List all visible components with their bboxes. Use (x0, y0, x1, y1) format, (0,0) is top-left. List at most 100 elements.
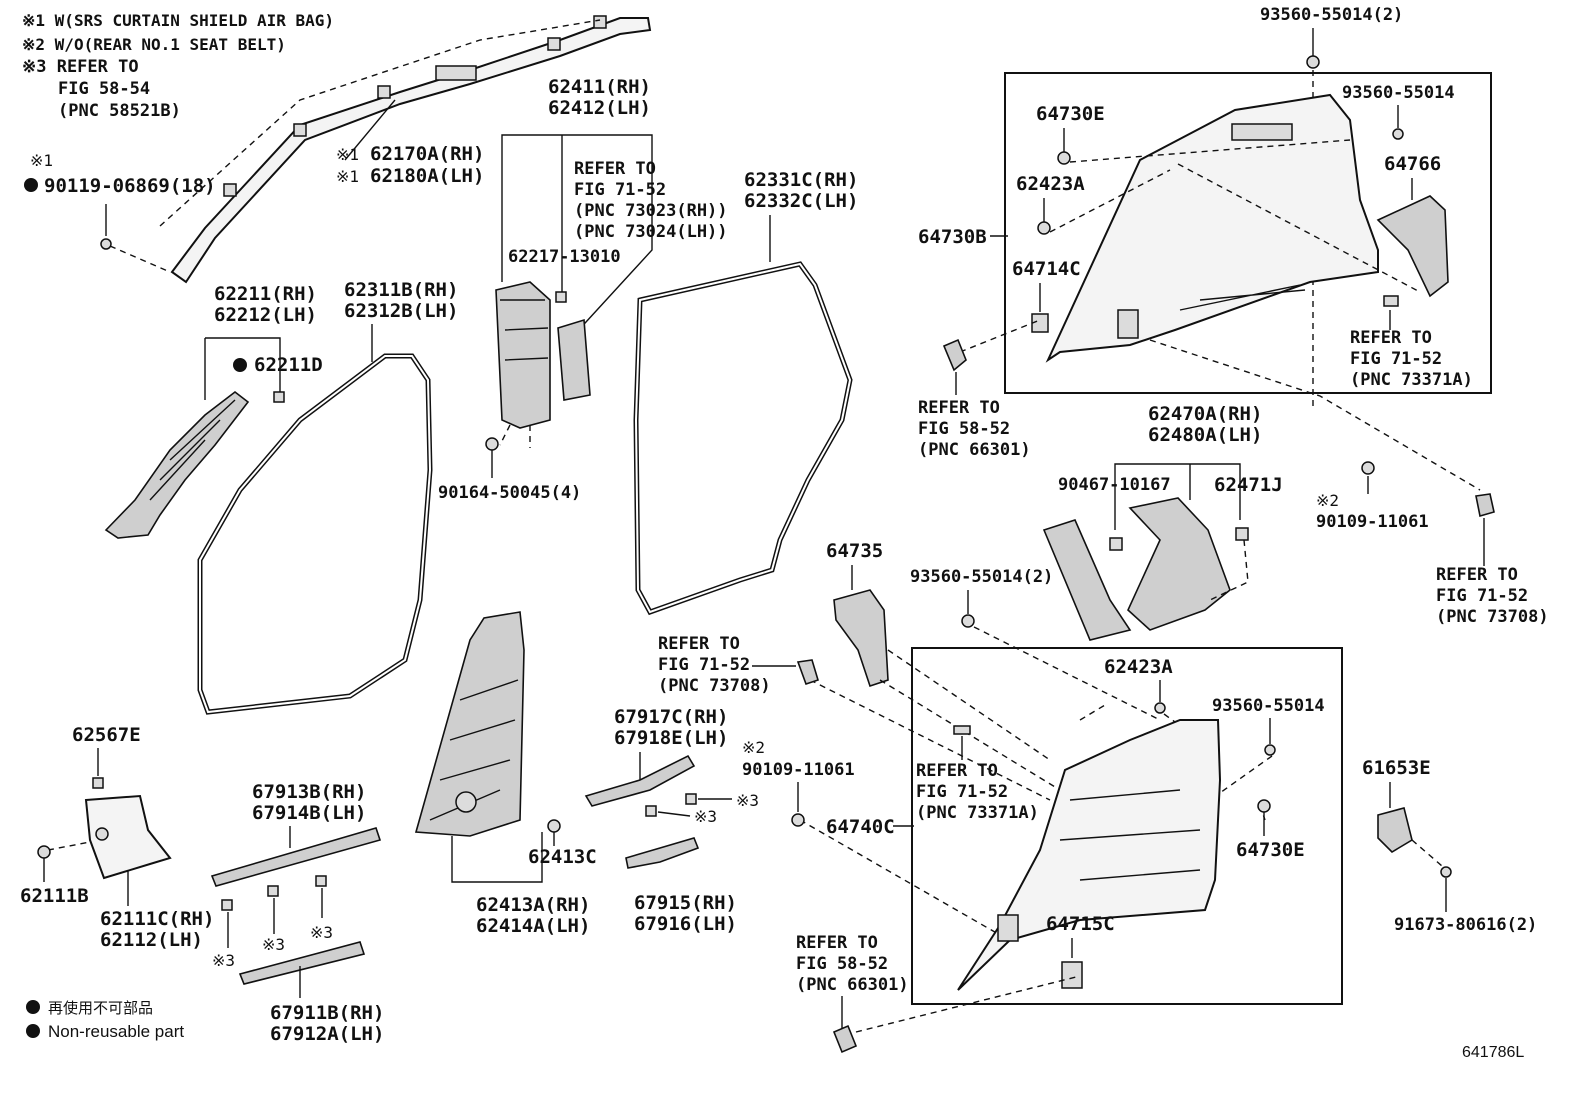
label-64735[interactable]: 64735 (826, 540, 883, 562)
ref-73708-mid-line-1[interactable]: REFER TO (658, 634, 740, 654)
label-62332c[interactable]: 62332C(LH) (744, 190, 858, 212)
label-62423a-top[interactable]: 62423A (1016, 173, 1085, 195)
roof-side-rail-part[interactable] (100, 15, 652, 284)
label-67911b[interactable]: 67911B(RH) (270, 1002, 384, 1024)
belt-anchor-right-part[interactable] (1475, 493, 1495, 518)
label-64714c[interactable]: 64714C (1012, 258, 1081, 280)
label-93560-55014-bottom[interactable]: 93560-55014 (1212, 696, 1325, 716)
ref-73023-line-1[interactable]: REFER TO (574, 159, 656, 179)
ref-73371a-bottom-line-2[interactable]: FIG 71-52 (916, 782, 1008, 802)
label-62170a[interactable]: 62170A(RH) (370, 143, 484, 165)
label-93560-55014-2-mid[interactable]: 93560-55014(2) (910, 567, 1053, 587)
ref-66301-top-line-2[interactable]: FIG 58-52 (918, 419, 1010, 439)
label-62112[interactable]: 62112(LH) (100, 929, 203, 951)
label-67914b[interactable]: 67914B(LH) (252, 802, 366, 824)
label-61653e[interactable]: 61653E (1362, 757, 1431, 779)
label-62180a[interactable]: 62180A(LH) (370, 165, 484, 187)
ref-73371a-bottom-line-3[interactable]: (PNC 73371A) (916, 803, 1039, 823)
ref-73023-line-2[interactable]: FIG 71-52 (574, 180, 666, 200)
rear-door-weatherstrip-part[interactable] (633, 261, 853, 616)
label-90467-10167[interactable]: 90467-10167 (1058, 475, 1171, 495)
ref-66301-bottom-line-2[interactable]: FIG 58-52 (796, 954, 888, 974)
label-62331c[interactable]: 62331C(RH) (744, 169, 858, 191)
scuff-plate-upper-part[interactable] (584, 754, 696, 807)
quarter-pillar-garnish-part[interactable] (1042, 497, 1249, 641)
bracket-61653e-part[interactable] (1377, 807, 1413, 854)
sill-plate-part[interactable] (238, 941, 366, 985)
label-67915[interactable]: 67915(RH) (634, 892, 737, 914)
label-64730b[interactable]: 64730B (918, 226, 987, 248)
ref-73371a-top-line-3[interactable]: (PNC 73371A) (1350, 370, 1473, 390)
note-1: ※1 W(SRS CURTAIN SHIELD AIR BAG) (22, 11, 334, 30)
ref-73708-right-line-2[interactable]: FIG 71-52 (1436, 586, 1528, 606)
ref-73371a-bottom-line-1[interactable]: REFER TO (916, 761, 998, 781)
label-62411[interactable]: 62411(RH) (548, 76, 651, 98)
label-62567e[interactable]: 62567E (72, 724, 141, 746)
label-62212[interactable]: 62212(LH) (214, 304, 317, 326)
quarter-trim-upper-part[interactable] (1045, 93, 1379, 363)
label-mark3-b: ※3 (262, 935, 285, 954)
front-door-weatherstrip-part[interactable] (197, 353, 433, 715)
label-67916[interactable]: 67916(LH) (634, 913, 737, 935)
label-93560-55014-right[interactable]: 93560-55014 (1342, 83, 1455, 103)
ref-66301-top-line-3[interactable]: (PNC 66301) (918, 440, 1031, 460)
ref-73708-mid-line-2[interactable]: FIG 71-52 (658, 655, 750, 675)
label-62211d[interactable]: 62211D (254, 354, 323, 376)
ref-73023-line-3[interactable]: (PNC 73023(RH)) (574, 201, 728, 221)
cowl-side-trim-part[interactable] (84, 794, 172, 880)
ref-66301-top-line-1[interactable]: REFER TO (918, 398, 1000, 418)
label-62413c[interactable]: 62413C (528, 846, 597, 868)
belt-anchor-mid-part[interactable] (796, 659, 819, 686)
scuff-plate-lower-part[interactable] (625, 837, 700, 869)
ref-66301-bottom-line-3[interactable]: (PNC 66301) (796, 975, 909, 995)
label-90164-50045[interactable]: 90164-50045(4) (438, 483, 581, 503)
label-62311b[interactable]: 62311B(RH) (344, 279, 458, 301)
center-pillar-lower-part[interactable] (414, 611, 525, 837)
label-90119-06869[interactable]: 90119-06869(18) (44, 175, 216, 197)
legend-dot-jp (26, 1000, 40, 1014)
note-2: ※2 W/O(REAR NO.1 SEAT BELT) (22, 35, 286, 54)
ref-73708-right-line-3[interactable]: (PNC 73708) (1436, 607, 1549, 627)
note-3-line-1: ※3 REFER TO (22, 57, 139, 77)
label-64715c[interactable]: 64715C (1046, 913, 1115, 935)
label-62312b[interactable]: 62312B(LH) (344, 300, 458, 322)
ref-73371a-top-line-2[interactable]: FIG 71-52 (1350, 349, 1442, 369)
ref-73023-line-4[interactable]: (PNC 73024(LH)) (574, 222, 728, 242)
label-90109-11061-a[interactable]: 90109-11061 (1316, 512, 1429, 532)
label-64740c[interactable]: 64740C (826, 816, 895, 838)
ref-66301-bottom-line-1[interactable]: REFER TO (796, 933, 878, 953)
label-64730e-bottom[interactable]: 64730E (1236, 839, 1305, 861)
quarter-vent-part[interactable] (1376, 195, 1449, 298)
label-62111b[interactable]: 62111B (20, 885, 89, 907)
label-64766[interactable]: 64766 (1384, 153, 1441, 175)
label-62217-13010[interactable]: 62217-13010 (508, 247, 621, 267)
label-67917c[interactable]: 67917C(RH) (614, 706, 728, 728)
front-pillar-garnish-part[interactable] (104, 390, 285, 539)
label-91673-80616[interactable]: 91673-80616(2) (1394, 915, 1537, 935)
sill-trim-upper-part[interactable] (210, 827, 382, 887)
label-67912a[interactable]: 67912A(LH) (270, 1023, 384, 1045)
label-64730e-top[interactable]: 64730E (1036, 103, 1105, 125)
label-62412[interactable]: 62412(LH) (548, 97, 651, 119)
label-62470a[interactable]: 62470A(RH) (1148, 403, 1262, 425)
label-93560-55014-2-top[interactable]: 93560-55014(2) (1260, 5, 1403, 25)
belt-anchor-top-part[interactable] (942, 338, 967, 372)
label-62480a[interactable]: 62480A(LH) (1148, 424, 1262, 446)
center-pillar-upper-part[interactable] (495, 281, 591, 429)
label-62211[interactable]: 62211(RH) (214, 283, 317, 305)
ref-73708-mid-line-3[interactable]: (PNC 73708) (658, 676, 771, 696)
label-62111c[interactable]: 62111C(RH) (100, 908, 214, 930)
label-67918e[interactable]: 67918E(LH) (614, 727, 728, 749)
cover-64735-part[interactable] (833, 589, 889, 688)
ref-73708-right-line-1[interactable]: REFER TO (1436, 565, 1518, 585)
label-62423a-bottom[interactable]: 62423A (1104, 656, 1173, 678)
label-90109-11061-b[interactable]: 90109-11061 (742, 760, 855, 780)
ref-73371a-top-line-1[interactable]: REFER TO (1350, 328, 1432, 348)
label-62413a[interactable]: 62413A(RH) (476, 894, 590, 916)
quarter-trim-lower-part[interactable] (957, 719, 1222, 991)
label-62471j[interactable]: 62471J (1214, 474, 1283, 496)
label-62414a[interactable]: 62414A(LH) (476, 915, 590, 937)
label-67913b[interactable]: 67913B(RH) (252, 781, 366, 803)
belt-anchor-bottom-part[interactable] (832, 1024, 858, 1054)
